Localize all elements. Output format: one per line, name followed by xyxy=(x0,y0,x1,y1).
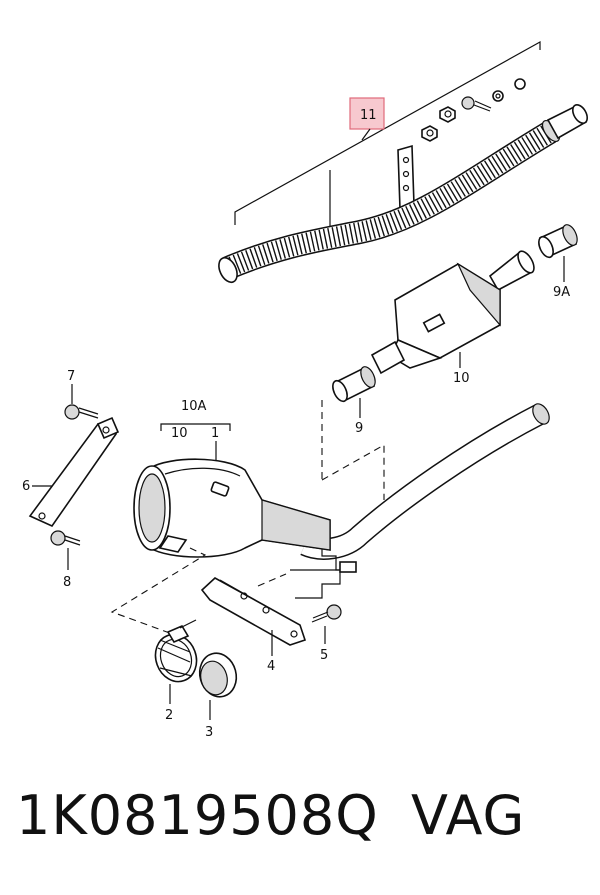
callout-3[interactable]: 3 xyxy=(205,725,213,740)
callout-2[interactable]: 2 xyxy=(165,708,173,723)
nut-middle xyxy=(421,125,438,142)
alignment-dash-4 xyxy=(257,573,287,587)
callout-4[interactable]: 4 xyxy=(267,659,275,674)
callout-7[interactable]: 7 xyxy=(67,369,75,384)
pipe-bracket xyxy=(290,540,357,599)
callout-11-label: 11 xyxy=(360,108,377,123)
callout-11-highlight xyxy=(349,97,385,130)
nut-top xyxy=(439,106,456,123)
callout-9[interactable]: 9 xyxy=(355,421,363,436)
pipe-end-sleeve xyxy=(546,104,589,140)
seal-ring-3 xyxy=(198,652,238,698)
flex-pipe xyxy=(218,119,561,284)
rear-catalytic-converter xyxy=(370,250,535,375)
bolt-5 xyxy=(311,604,342,623)
callout-10[interactable]: 10 xyxy=(453,371,470,386)
callout-6[interactable]: 6 xyxy=(22,479,30,494)
callout-9a[interactable]: 9A xyxy=(553,285,570,300)
brand-label: VAG xyxy=(411,784,526,847)
upper-assembly-outline xyxy=(234,40,541,225)
callout-5[interactable]: 5 xyxy=(320,648,328,663)
callout-11[interactable]: 11 xyxy=(349,97,385,130)
mounting-bracket-4 xyxy=(200,577,307,646)
clamp-2 xyxy=(154,619,198,683)
leader-11 xyxy=(361,128,371,141)
alignment-dash-3 xyxy=(110,547,207,637)
bolt-7 xyxy=(64,404,99,420)
callout-10a[interactable]: 10A xyxy=(181,399,207,414)
bolt-8 xyxy=(50,530,81,546)
washer-right xyxy=(514,78,526,90)
bolt-top xyxy=(461,96,492,112)
clamp-9 xyxy=(332,366,376,403)
front-pipe xyxy=(300,403,550,560)
callout-8[interactable]: 8 xyxy=(63,575,71,590)
front-catalytic-converter xyxy=(133,458,331,558)
diagram-svg: 11 9 xyxy=(22,40,589,740)
part-number: 1K0819508Q xyxy=(16,784,379,847)
bracket-10a xyxy=(160,423,231,431)
alignment-dash-2 xyxy=(321,444,385,500)
hanger-bracket xyxy=(397,144,415,211)
clamp-9a xyxy=(538,224,578,259)
strap-6 xyxy=(28,416,120,528)
callout-1[interactable]: 1 xyxy=(211,426,219,441)
callout-10a-sub[interactable]: 10 xyxy=(171,426,188,441)
part-number-caption: 1K0819508Q VAG xyxy=(16,784,586,847)
washer-top xyxy=(492,90,504,102)
